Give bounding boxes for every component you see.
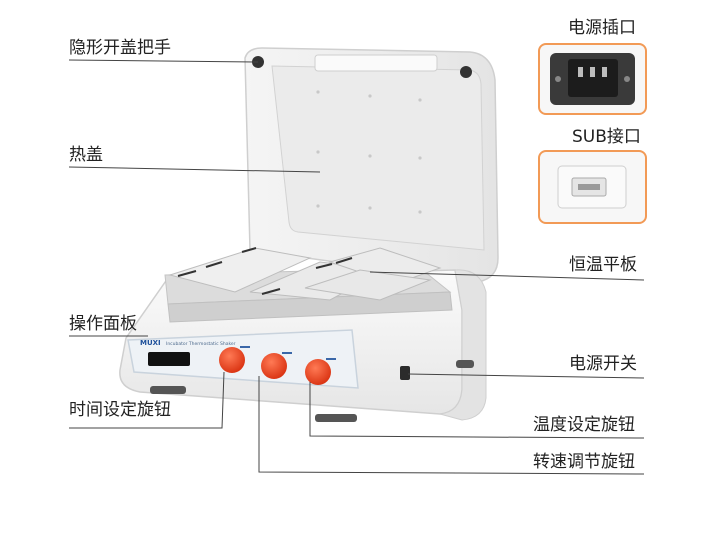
label-hot-lid: 热盖 — [69, 145, 103, 165]
label-control-panel: 操作面板 — [69, 314, 137, 334]
time-knob[interactable] — [219, 347, 245, 373]
label-hidden-handle: 隐形开盖把手 — [69, 38, 171, 58]
label-power-socket: 电源插口 — [568, 18, 636, 38]
label-speed-knob: 转速调节旋钮 — [533, 452, 635, 472]
brand-text: MUXI — [140, 339, 161, 347]
usb-port-inset — [538, 150, 647, 224]
model-text: Incubator Thermostatic Shaker — [166, 341, 236, 347]
power-switch[interactable] — [400, 366, 410, 380]
thermostatic-plate — [164, 247, 453, 323]
hidden-handle[interactable] — [314, 54, 438, 72]
time-display — [148, 352, 190, 366]
power-socket-inset — [538, 43, 647, 115]
hinge-knob-right — [460, 66, 472, 78]
label-thermo-plate: 恒温平板 — [569, 255, 637, 275]
foot-left — [150, 386, 186, 394]
hot-lid — [244, 47, 499, 283]
label-usb-port: SUB接口 — [572, 127, 641, 147]
foot-right — [456, 360, 474, 368]
label-temp-knob: 温度设定旋钮 — [533, 415, 635, 435]
callout-lines — [68, 59, 645, 475]
label-time-knob: 时间设定旋钮 — [69, 400, 171, 420]
temp-knob[interactable] — [305, 359, 331, 385]
label-power-switch: 电源开关 — [569, 354, 637, 374]
speed-knob[interactable] — [261, 353, 287, 379]
foot-mid — [315, 414, 357, 422]
control-panel: MUXI Incubator Thermostatic Shaker — [127, 329, 359, 389]
